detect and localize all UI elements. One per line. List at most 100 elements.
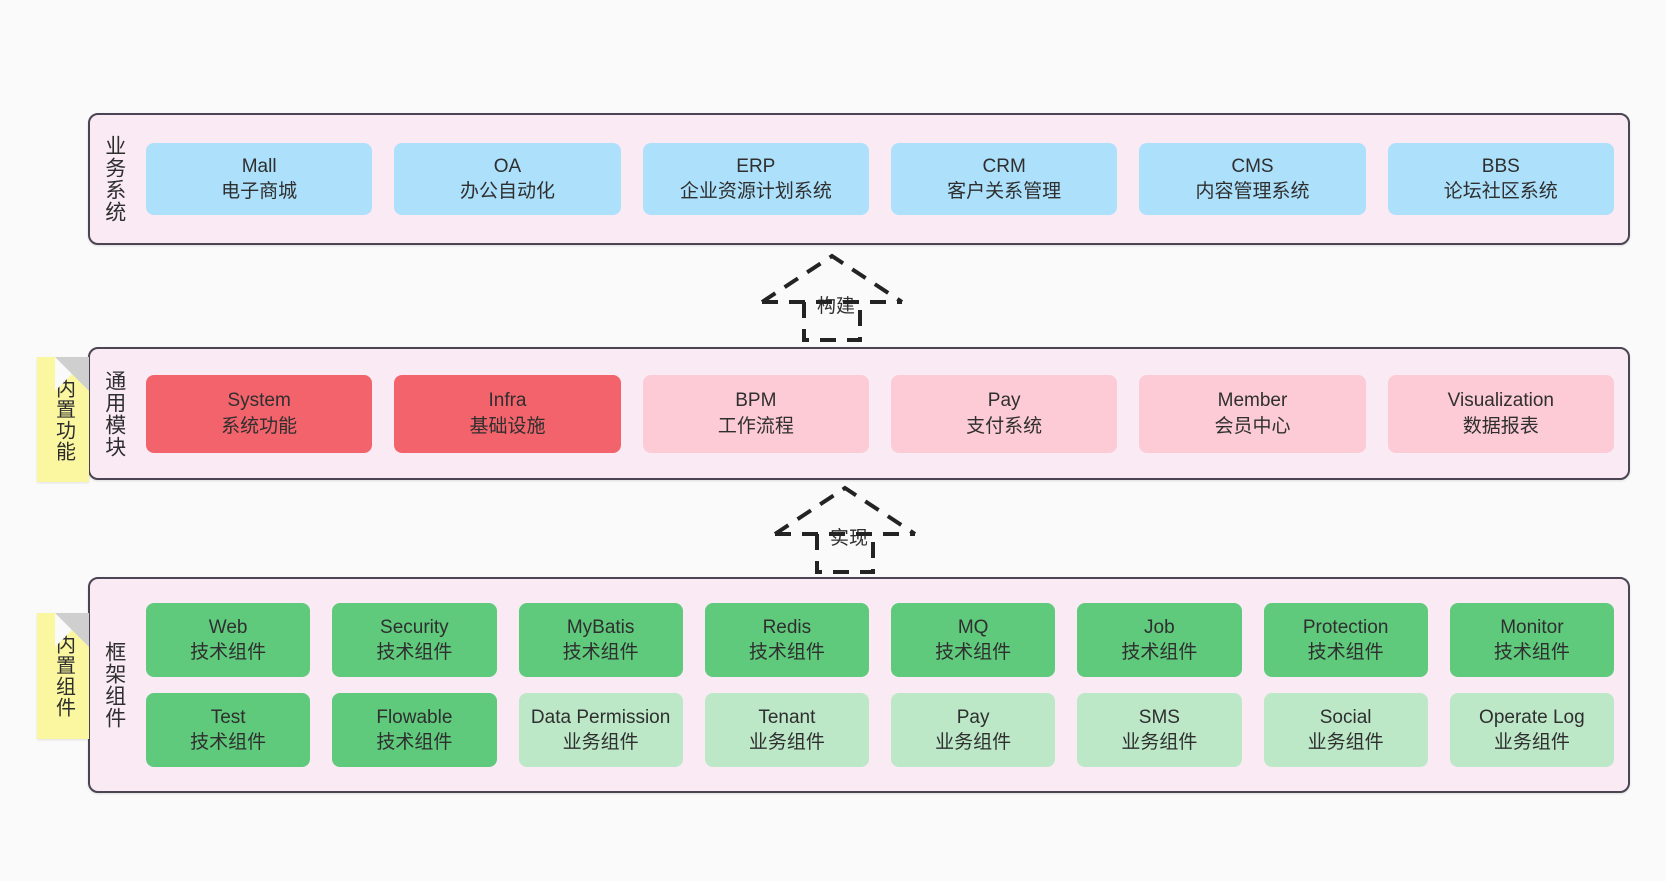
card-title: Test	[210, 706, 246, 728]
layer-business-systems-title: 业务系统	[102, 135, 126, 223]
card-data-permission[interactable]: Data Permission 业务组件	[518, 693, 683, 767]
card-title: Pay	[956, 706, 990, 728]
layer-business-systems-body: Mall 电子商城 OA 办公自动化 ERP 企业资源计划系统 CRM 客户关系…	[138, 115, 1628, 243]
card-subtitle: 系统功能	[221, 415, 298, 437]
note-builtin-components: 内置组件	[37, 613, 89, 739]
card-title: CMS	[1231, 155, 1274, 177]
card-title: Protection	[1302, 616, 1389, 638]
card-title: ERP	[736, 155, 776, 177]
card-subtitle: 业务组件	[1307, 732, 1384, 753]
card-subtitle: 技术组件	[190, 732, 267, 753]
card-mybatis[interactable]: MyBatis 技术组件	[518, 603, 683, 677]
card-bbs[interactable]: BBS 论坛社区系统	[1387, 143, 1614, 215]
card-title: BPM	[735, 390, 777, 412]
card-pay-component[interactable]: Pay 业务组件	[891, 693, 1056, 767]
card-visualization[interactable]: Visualization 数据报表	[1387, 374, 1614, 453]
card-title: Flowable	[376, 706, 453, 728]
card-mq[interactable]: MQ 技术组件	[891, 603, 1056, 677]
card-title: SMS	[1138, 706, 1180, 728]
card-row: Mall 电子商城 OA 办公自动化 ERP 企业资源计划系统 CRM 客户关系…	[146, 143, 1614, 215]
card-subtitle: 论坛社区系统	[1443, 181, 1558, 202]
card-sms[interactable]: SMS 业务组件	[1077, 693, 1242, 767]
card-subtitle: 业务组件	[935, 732, 1012, 753]
card-cms[interactable]: CMS 内容管理系统	[1139, 143, 1366, 215]
card-row: System 系统功能 Infra 基础设施 BPM 工作流程 Pay 支付系统…	[146, 374, 1614, 453]
card-subtitle: 技术组件	[562, 642, 639, 663]
layer-framework-components-body: Web 技术组件 Security 技术组件 MyBatis 技术组件 Redi…	[138, 579, 1628, 791]
card-subtitle: 内容管理系统	[1195, 181, 1310, 202]
card-system[interactable]: System 系统功能	[146, 374, 373, 453]
card-operate-log[interactable]: Operate Log 业务组件	[1449, 693, 1614, 767]
card-flowable[interactable]: Flowable 技术组件	[332, 693, 497, 767]
card-title: Mall	[241, 155, 277, 177]
card-subtitle: 支付系统	[966, 415, 1043, 437]
card-subtitle: 技术组件	[1121, 642, 1198, 663]
note-label: 内置功能	[52, 377, 75, 462]
card-subtitle: 企业资源计划系统	[679, 181, 832, 202]
card-subtitle: 业务组件	[1121, 732, 1198, 753]
card-title: Visualization	[1447, 390, 1554, 412]
card-redis[interactable]: Redis 技术组件	[704, 603, 869, 677]
card-subtitle: 工作流程	[717, 415, 794, 437]
card-subtitle: 技术组件	[748, 642, 825, 663]
card-subtitle: 业务组件	[562, 732, 639, 753]
card-title: BBS	[1481, 155, 1520, 177]
card-title: Operate Log	[1479, 706, 1585, 728]
card-test[interactable]: Test 技术组件	[146, 693, 311, 767]
note-label: 内置组件	[52, 634, 75, 718]
card-protection[interactable]: Protection 技术组件	[1263, 603, 1428, 677]
card-title: Monitor	[1500, 616, 1564, 638]
card-subtitle: 办公自动化	[459, 181, 555, 202]
card-subtitle: 技术组件	[376, 732, 453, 753]
note-builtin-functions: 内置功能	[37, 357, 89, 482]
card-infra[interactable]: Infra 基础设施	[394, 374, 621, 453]
card-subtitle: 技术组件	[935, 642, 1012, 663]
card-web[interactable]: Web 技术组件	[146, 603, 311, 677]
card-crm[interactable]: CRM 客户关系管理	[890, 143, 1118, 215]
card-subtitle: 业务组件	[1493, 732, 1570, 753]
card-title: Redis	[762, 616, 812, 638]
card-monitor[interactable]: Monitor 技术组件	[1449, 603, 1614, 677]
card-subtitle: 数据报表	[1462, 415, 1539, 437]
card-pay-module[interactable]: Pay 支付系统	[890, 374, 1118, 453]
card-subtitle: 技术组件	[1493, 642, 1570, 663]
connector-build-arrow	[760, 253, 904, 342]
layer-framework-components-title: 框架组件	[102, 641, 126, 729]
card-subtitle: 业务组件	[748, 732, 825, 753]
note-fold-corner-icon	[55, 357, 89, 391]
card-subtitle: 基础设施	[469, 415, 546, 437]
card-title: Security	[380, 616, 449, 638]
card-title: System	[227, 390, 291, 412]
card-title: Data Permission	[530, 706, 671, 728]
card-member[interactable]: Member 会员中心	[1139, 374, 1366, 453]
card-title: Tenant	[758, 706, 816, 728]
card-title: Member	[1217, 390, 1288, 412]
layer-business-systems: 业务系统 Mall 电子商城 OA 办公自动化 ERP 企业资源计划系统 CRM…	[88, 113, 1630, 245]
card-row: Test 技术组件 Flowable 技术组件 Data Permission …	[146, 693, 1614, 767]
card-job[interactable]: Job 技术组件	[1077, 603, 1242, 677]
layer-framework-components: 框架组件 Web 技术组件 Security 技术组件 MyBatis 技术组件…	[88, 577, 1630, 793]
card-subtitle: 电子商城	[221, 181, 298, 202]
card-title: Social	[1319, 706, 1372, 728]
card-subtitle: 会员中心	[1214, 415, 1291, 437]
card-title: Pay	[987, 390, 1021, 412]
card-subtitle: 技术组件	[1307, 642, 1384, 663]
card-tenant[interactable]: Tenant 业务组件	[704, 693, 869, 767]
card-subtitle: 技术组件	[376, 642, 453, 663]
connector-implement-arrow	[773, 485, 917, 574]
card-title: MQ	[957, 616, 989, 638]
card-title: MyBatis	[566, 616, 635, 638]
card-erp[interactable]: ERP 企业资源计划系统	[642, 143, 869, 215]
card-title: OA	[493, 155, 522, 177]
card-security[interactable]: Security 技术组件	[332, 603, 497, 677]
layer-common-modules: 通用模块 System 系统功能 Infra 基础设施 BPM 工作流程 Pay…	[88, 347, 1630, 480]
card-mall[interactable]: Mall 电子商城	[146, 143, 373, 215]
card-bpm[interactable]: BPM 工作流程	[642, 374, 869, 453]
card-social[interactable]: Social 业务组件	[1263, 693, 1428, 767]
card-title: Infra	[488, 390, 527, 412]
card-subtitle: 客户关系管理	[947, 181, 1062, 202]
card-subtitle: 技术组件	[190, 642, 267, 663]
card-row: Web 技术组件 Security 技术组件 MyBatis 技术组件 Redi…	[146, 603, 1614, 677]
layer-common-modules-title: 通用模块	[102, 369, 126, 458]
card-oa[interactable]: OA 办公自动化	[394, 143, 621, 215]
